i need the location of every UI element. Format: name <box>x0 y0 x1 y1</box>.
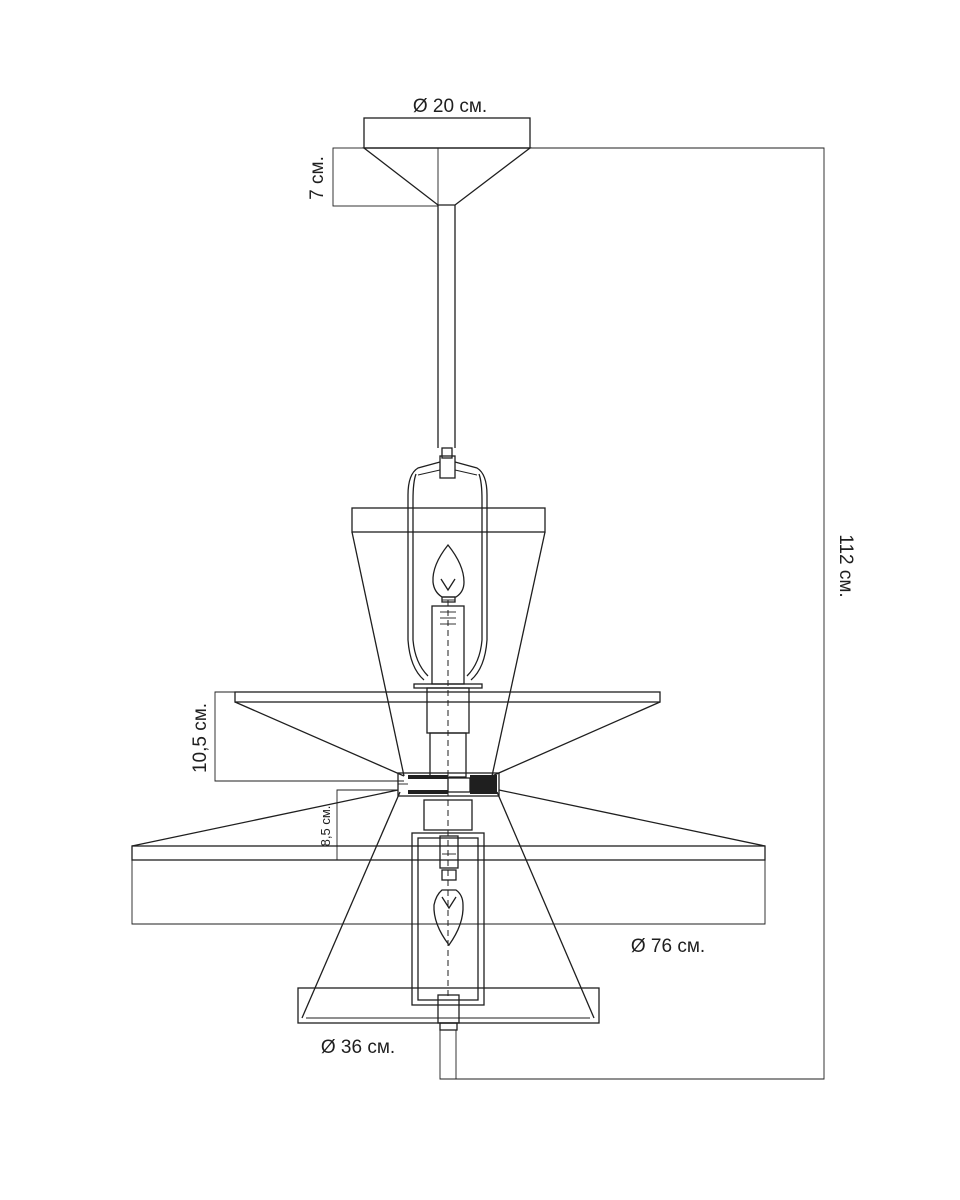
lower-bulb-icon <box>433 835 464 947</box>
total-height-dimension <box>439 147 825 1080</box>
central-hub <box>397 772 500 797</box>
upper-shade <box>351 507 546 777</box>
bottom-shade-diameter-label: Ø 36 см. <box>321 1037 395 1058</box>
suspension-rod <box>437 205 456 459</box>
canopy-diameter-label: Ø 20 см. <box>413 96 487 117</box>
canopy-height-dimension <box>332 147 439 207</box>
upper-disc <box>234 691 661 777</box>
upper-cage <box>407 455 488 681</box>
canopy-height-label: 7 см. <box>307 156 328 200</box>
upper-disc-height-dimension <box>214 691 404 782</box>
ceiling-canopy <box>362 117 532 206</box>
upper-disc-height-label: 10,5 см. <box>190 703 211 773</box>
lower-cage <box>411 799 485 1031</box>
total-height-label: 112 см. <box>835 534 856 597</box>
large-disc-diameter-label: Ø 76 см. <box>631 936 705 957</box>
lower-disc-height-label: 8,5 см. <box>318 806 333 847</box>
upper-bulb-icon <box>432 543 465 603</box>
lower-disc-height-dimension <box>336 789 398 860</box>
